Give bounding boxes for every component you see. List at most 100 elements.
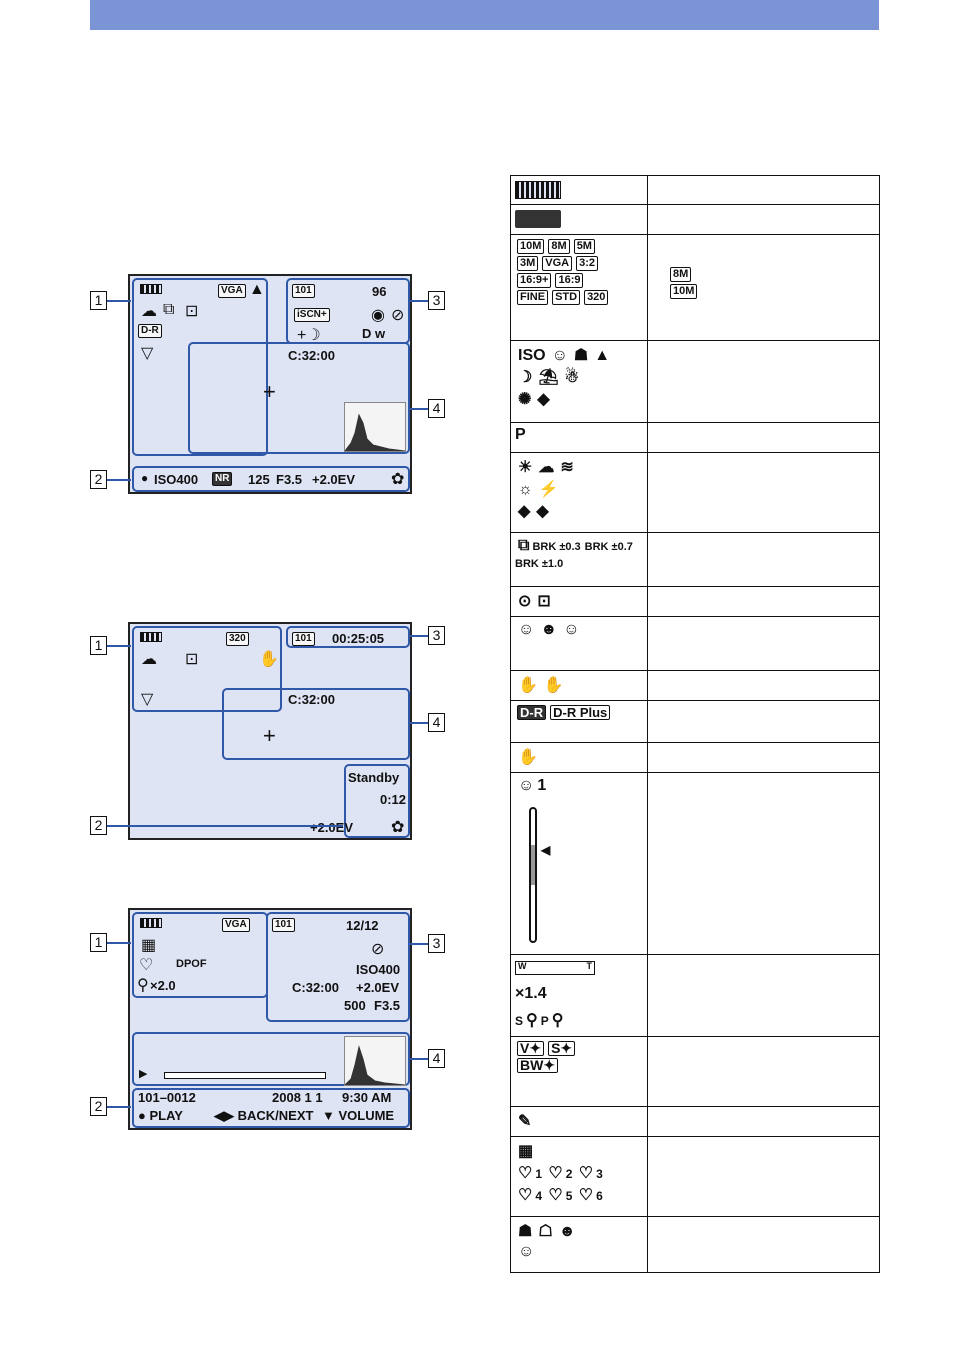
precision-zoom-label: P xyxy=(540,1014,549,1028)
callout-2: 2 xyxy=(90,816,107,835)
landscape-icon: ▲ xyxy=(249,281,265,298)
size-icon: 10M xyxy=(517,239,545,254)
program-label: P xyxy=(515,426,526,443)
shake-warning-cell: ✋ xyxy=(510,742,648,773)
sepia-icon: S✦ xyxy=(548,1041,576,1056)
self-timer-value: C:32:00 xyxy=(292,980,339,995)
battery-low-cell xyxy=(510,204,648,235)
desc-cell xyxy=(647,772,880,955)
heart-icon: ♡ xyxy=(139,957,154,974)
color-mode-icon: ▽ xyxy=(141,691,154,708)
steady-shot-icon: ✋ xyxy=(259,651,279,668)
iso-scene-icon: ISO xyxy=(518,347,546,364)
back-next-button[interactable]: ◀▶ BACK/NEXT xyxy=(214,1108,314,1123)
battery-icon xyxy=(515,181,561,199)
shake-warning-icon: ✋ xyxy=(518,749,538,766)
callout-3-line xyxy=(410,943,428,945)
bracket-label: BRK ±0.3 xyxy=(532,541,581,553)
callout-4-line xyxy=(410,1058,428,1060)
size-icon: 5M xyxy=(573,239,595,254)
face-adult-icon: ☺ xyxy=(563,621,580,638)
size-icon: 8M xyxy=(548,239,570,254)
smile-icon: ☺ xyxy=(551,347,568,364)
underwater-wb-icon: ◆ xyxy=(518,503,531,520)
macro-icon: ✿ xyxy=(391,819,405,836)
callout-2-box xyxy=(344,764,410,838)
battery-icon xyxy=(140,632,162,642)
bracket-label: BRK ±0.7 xyxy=(584,541,633,553)
favorites-cell: ▦ ♡1 ♡2 ♡3 ♡4 ♡5 ♡6 xyxy=(510,1136,648,1217)
desc-cell xyxy=(647,452,880,533)
bw-icon: BW✦ xyxy=(517,1058,559,1073)
quality-icon: STD xyxy=(552,290,581,305)
desc-cell xyxy=(647,204,880,235)
iso-value: ISO400 xyxy=(356,962,401,977)
callout-4-box xyxy=(222,688,410,760)
focus-cross-icon: + xyxy=(263,723,276,748)
image-size-icon: VGA xyxy=(222,918,250,932)
protect-icon: ✎ xyxy=(518,1113,532,1130)
metering-icon: ⊡ xyxy=(185,303,199,320)
aperture-value: F3.5 xyxy=(374,998,401,1013)
scene-recognition-icon: iSCN+ xyxy=(294,308,330,322)
desc-cell xyxy=(647,532,880,587)
progress-bar[interactable] xyxy=(164,1072,326,1079)
playback-screen: VGA 101 12/12 ▦ ♡ DPOF ⚲ ×2.0 ⊘ ISO400 +… xyxy=(128,908,412,1130)
folder-icon: 101 xyxy=(292,284,315,298)
desc-cell xyxy=(647,1106,880,1137)
iso-value: ISO400 xyxy=(154,472,199,487)
shutter-value: 500 xyxy=(344,998,366,1013)
callout-2-line xyxy=(107,825,343,827)
callout-3-line xyxy=(410,300,428,302)
callout-1-line xyxy=(107,300,131,302)
dpof-label: DPOF xyxy=(176,958,207,970)
scene-icon: ☁ xyxy=(141,303,157,320)
size-icon: VGA xyxy=(542,256,573,271)
smile-shutter-cell: ☺1 ◀ xyxy=(510,772,648,955)
callout-3-box xyxy=(266,912,410,1022)
zoom-tele: T xyxy=(586,961,593,971)
still-shooting-screen: VGA ▲ 101 96 ☁ ⧉ ⊡ D-R iSCN+ ◉ ⊘ +☽ D w … xyxy=(128,274,412,494)
night-icon: +☽ xyxy=(297,327,321,344)
steady-off-icon: ✋ xyxy=(543,677,564,694)
callout-2-box xyxy=(132,1088,410,1128)
callout-1: 1 xyxy=(90,636,107,655)
multi-metering-icon: ⊙ xyxy=(518,593,532,610)
play-button[interactable]: ● PLAY xyxy=(138,1108,183,1123)
size-icon: 3M xyxy=(517,256,539,271)
zoom-icon: ⚲ xyxy=(137,977,149,994)
smart-zoom-label: S xyxy=(515,1014,524,1028)
beach-icon: ⛱ xyxy=(538,369,559,386)
callout-1-box xyxy=(132,626,282,712)
zoom-icon: ⚲ xyxy=(526,1012,538,1029)
drange-plus-icon: D-R Plus xyxy=(550,705,611,720)
rec-dot-icon: ● xyxy=(141,471,149,485)
volume-button[interactable]: ▼ VOLUME xyxy=(322,1108,395,1123)
calendar-icon: ▦ xyxy=(141,937,157,954)
desc-cell xyxy=(647,422,880,453)
smile-icon: ☺ xyxy=(518,777,535,794)
underwater-icon: ◆ xyxy=(537,391,550,408)
quality-icon: FINE xyxy=(517,290,549,305)
desc-cell xyxy=(647,586,880,617)
desc-cell xyxy=(647,1216,880,1273)
red-eye-icon: ◉ xyxy=(371,307,385,324)
desc-cell xyxy=(647,1036,880,1107)
desc-cell xyxy=(647,175,880,205)
callout-4-box xyxy=(132,1032,410,1086)
burst-icon: ⧉ xyxy=(518,537,530,554)
size-icon: 10M xyxy=(670,284,698,299)
callout-4-line xyxy=(410,722,428,724)
size-icon: 16:9 xyxy=(555,273,584,288)
color-mode-icon: ▽ xyxy=(141,345,154,362)
heart-number: 3 xyxy=(596,1167,603,1181)
remaining-count: 96 xyxy=(372,284,387,299)
desc-cell xyxy=(647,954,880,1037)
self-timer-value: C:32:00 xyxy=(288,692,335,707)
callout-2-line xyxy=(107,479,131,481)
movie-quality-icon: 320 xyxy=(226,632,249,646)
